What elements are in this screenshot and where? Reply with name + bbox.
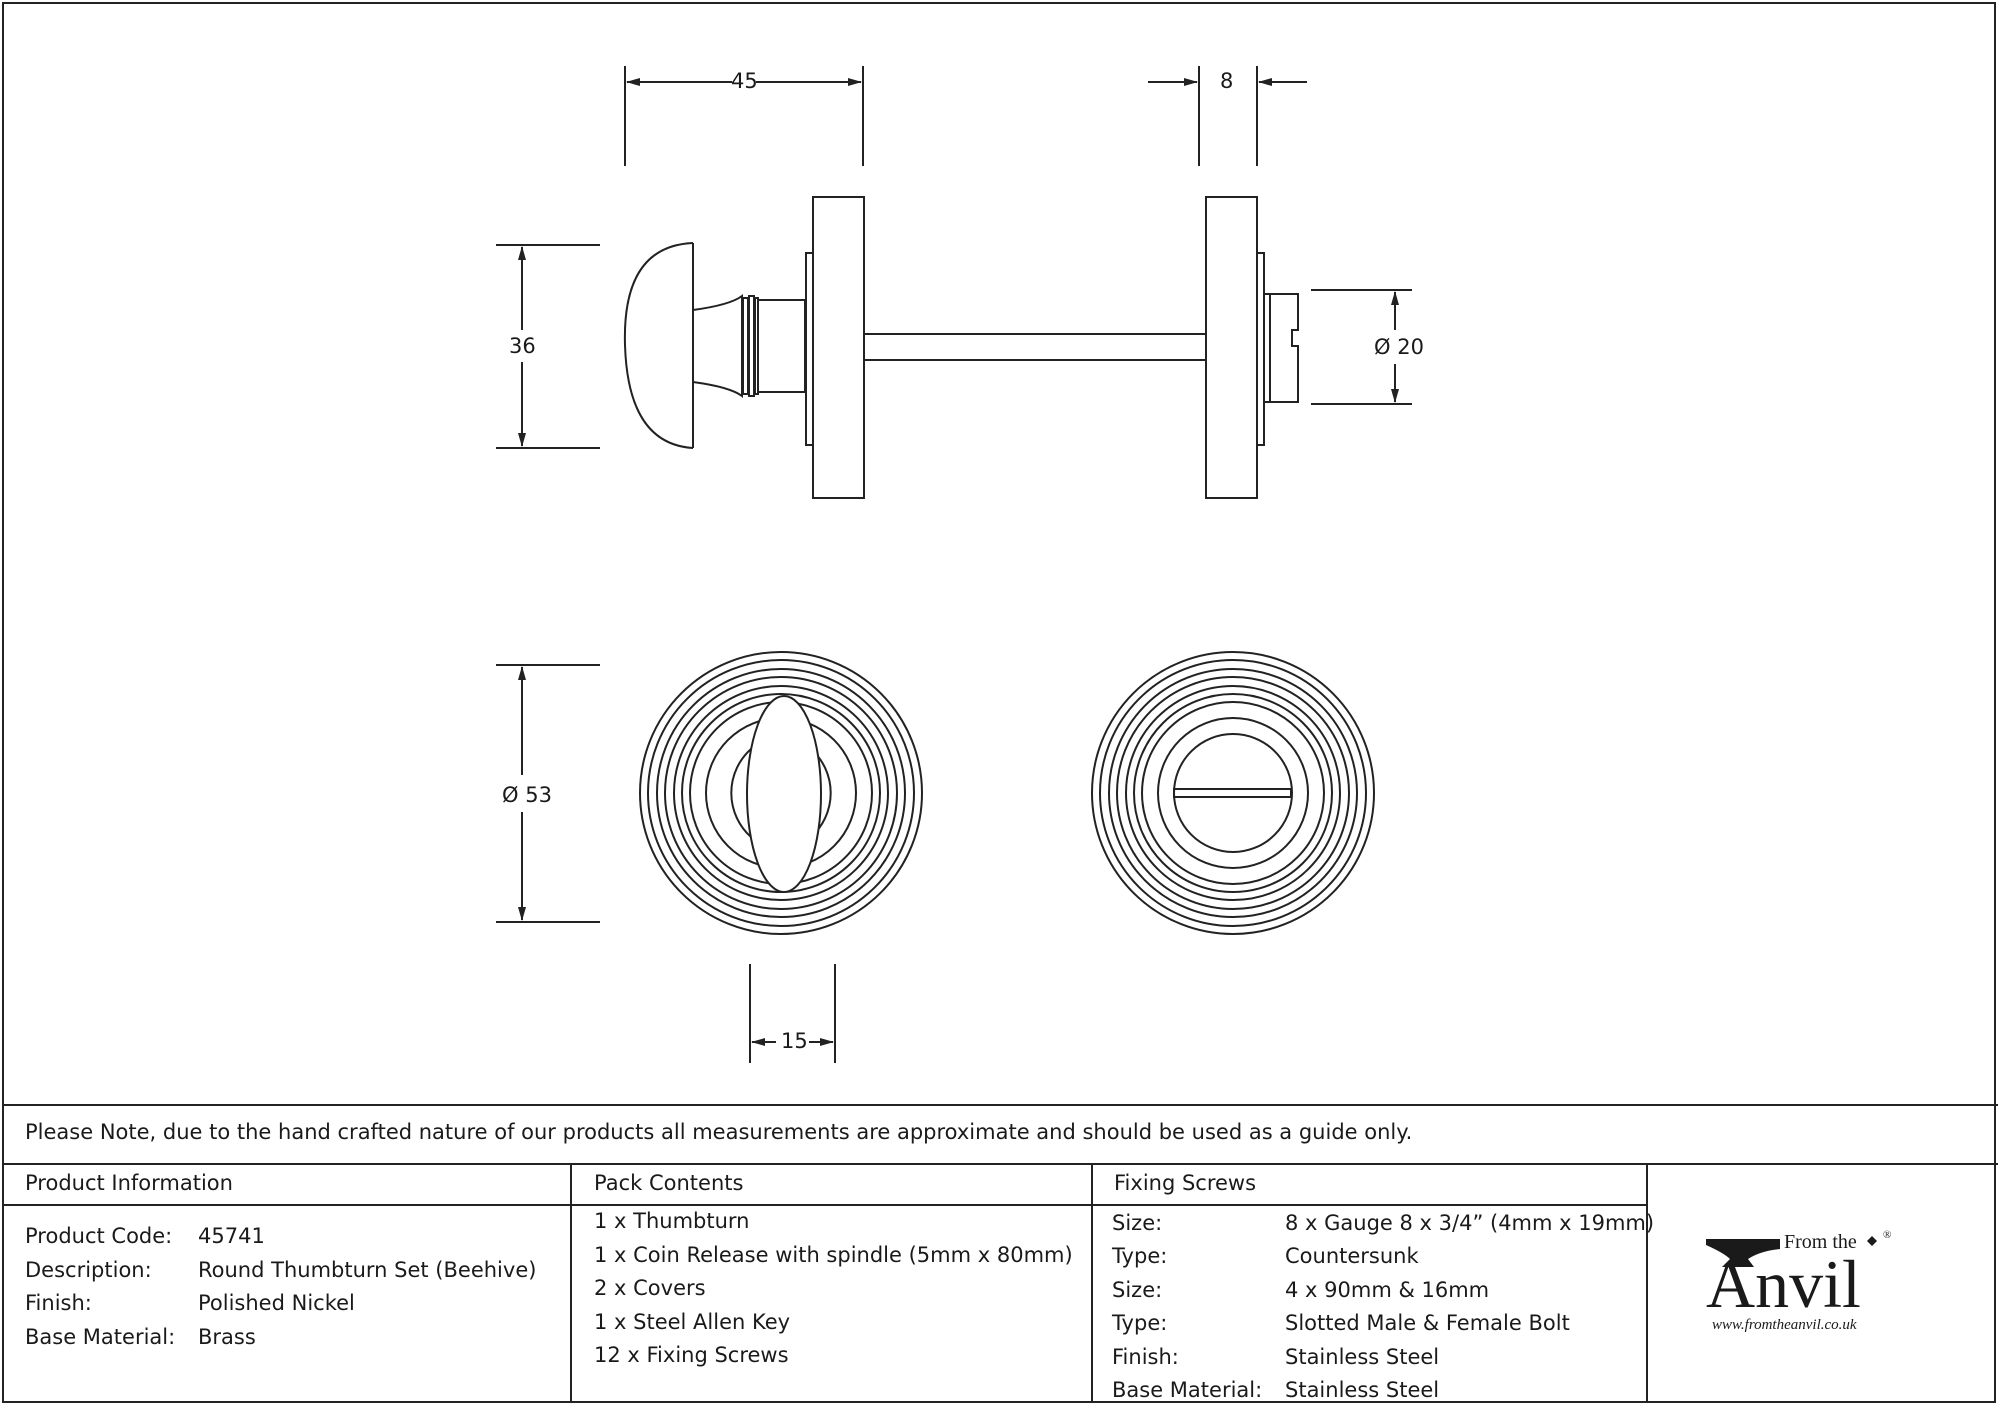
column-divider-3	[1646, 1163, 1648, 1403]
fixing-screws-label: Type:	[1112, 1244, 1168, 1268]
logo-from-the: From the	[1784, 1231, 1857, 1253]
column-divider-1	[570, 1163, 572, 1403]
dim-36-label: 36	[509, 334, 536, 358]
divider-note-bottom	[2, 1163, 1998, 1165]
fixing-screws-label: Base Material:	[1112, 1378, 1263, 1402]
coin-release-side-view	[1205, 196, 1299, 499]
logo-anvil-wordmark: Anvil	[1706, 1246, 1861, 1322]
product-info-value: Round Thumbturn Set (Beehive)	[198, 1258, 537, 1282]
dim-diameter-20-label: Ø 20	[1374, 335, 1424, 359]
fixing-screws-value: Stainless Steel	[1285, 1345, 1440, 1369]
fixing-screws-value: 4 x 90mm & 16mm	[1285, 1278, 1490, 1302]
fixing-screws-label: Finish:	[1112, 1345, 1179, 1369]
thumbturn-side-view	[623, 196, 865, 499]
product-info-value: Polished Nickel	[198, 1291, 355, 1315]
thumbturn-front-view	[639, 651, 923, 935]
dim-36	[496, 244, 600, 449]
fixing-screws-title: Fixing Screws	[1114, 1171, 1257, 1195]
product-info-label: Base Material:	[25, 1325, 176, 1349]
dim-diameter-20	[1311, 289, 1412, 405]
product-information-title: Product Information	[25, 1171, 233, 1195]
pack-contents-item: 12 x Fixing Screws	[594, 1343, 789, 1367]
dim-15-label: 15	[781, 1029, 808, 1053]
anvil-icon	[1706, 1239, 1780, 1267]
dim-45-label: 45	[731, 69, 758, 93]
pack-contents-title: Pack Contents	[594, 1171, 744, 1195]
technical-drawing	[496, 66, 1412, 1063]
fixing-screws-label: Size:	[1112, 1278, 1163, 1302]
measurement-note: Please Note, due to the hand crafted nat…	[25, 1120, 1413, 1144]
divider-note-top	[2, 1104, 1998, 1106]
fixing-screws-value: Countersunk	[1285, 1244, 1419, 1268]
from-the-anvil-logo: From the ® Anvil www.fromtheanvil.co.uk	[1706, 1229, 1891, 1333]
fixing-screws-value: 8 x Gauge 8 x 3/4” (4mm x 19mm)	[1285, 1211, 1655, 1235]
fixing-screws-label: Size:	[1112, 1211, 1163, 1235]
fixing-screws-value: Stainless Steel	[1285, 1378, 1440, 1402]
pack-contents-item: 2 x Covers	[594, 1276, 706, 1300]
product-info-label: Finish:	[25, 1291, 92, 1315]
pack-contents-item: 1 x Steel Allen Key	[594, 1310, 791, 1334]
column-divider-2	[1091, 1163, 1093, 1403]
dim-8-label: 8	[1220, 69, 1234, 93]
product-info-label: Product Code:	[25, 1224, 173, 1248]
dim-15	[749, 964, 836, 1063]
pack-contents-item: 1 x Coin Release with spindle (5mm x 80m…	[594, 1243, 1073, 1267]
pack-contents-item: 1 x Thumbturn	[594, 1209, 750, 1233]
product-info-value: Brass	[198, 1325, 256, 1349]
dim-45	[624, 66, 864, 166]
coin-release-front-view	[1091, 651, 1375, 935]
product-info-value: 45741	[198, 1224, 265, 1248]
logo-url: www.fromtheanvil.co.uk	[1712, 1317, 1857, 1333]
dim-8	[1148, 66, 1307, 166]
logo-registered-mark: ®	[1883, 1229, 1891, 1241]
fixing-screws-value: Slotted Male & Female Bolt	[1285, 1311, 1570, 1335]
spindle	[863, 333, 1207, 361]
divider-header-bottom	[2, 1204, 1648, 1206]
product-info-label: Description:	[25, 1258, 152, 1282]
dim-diameter-53-label: Ø 53	[502, 783, 552, 807]
fixing-screws-label: Type:	[1112, 1311, 1168, 1335]
dim-diameter-53	[496, 664, 600, 923]
